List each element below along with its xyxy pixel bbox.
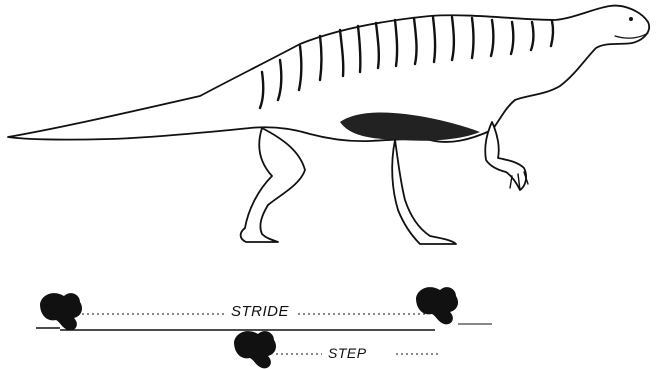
- footprint-icon: [234, 331, 276, 368]
- footprint-icon: [416, 287, 458, 324]
- dinosaur-hind-leg: [241, 128, 305, 242]
- step-label: STEP: [325, 346, 370, 360]
- dinosaur-eye: [629, 17, 633, 21]
- footprint-icon: [40, 293, 82, 330]
- dinosaur-forelimb: [485, 122, 526, 190]
- dinosaur-hind-leg-far: [392, 140, 456, 244]
- dinosaur-illustration: [8, 6, 649, 244]
- stride-label: STRIDE: [228, 304, 292, 319]
